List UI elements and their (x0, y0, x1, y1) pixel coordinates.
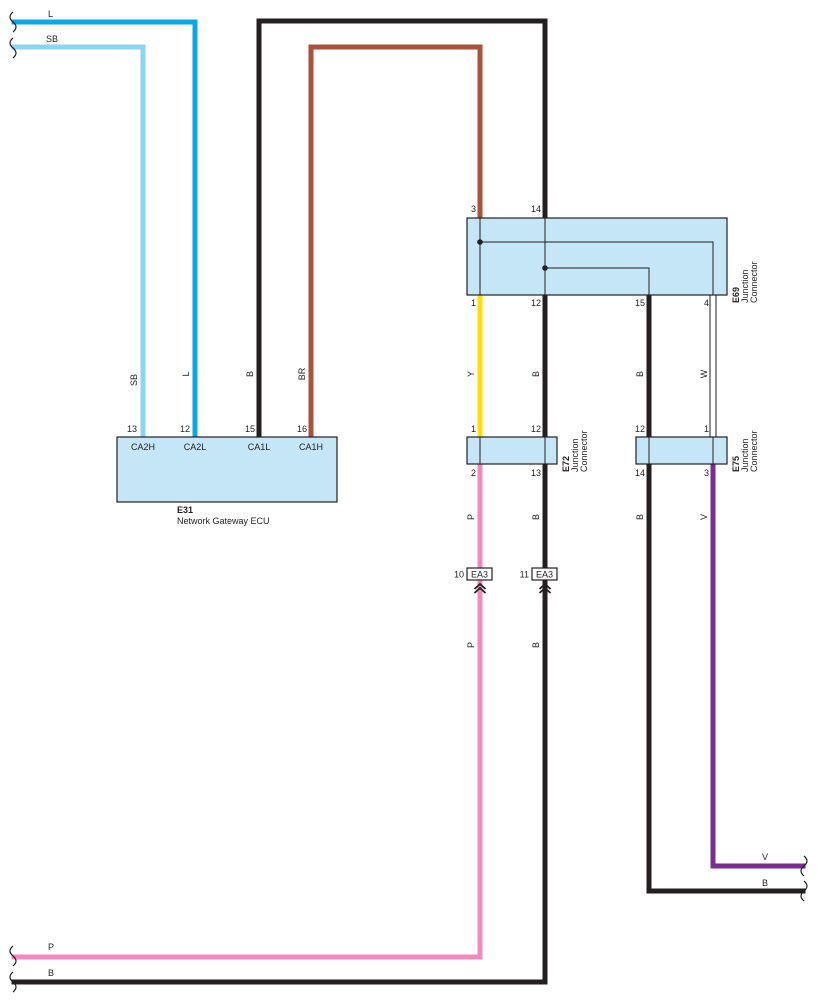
wire-sb (11, 44, 146, 440)
wire-label-br: BR (297, 367, 307, 380)
edge-label-b-right: B (762, 878, 768, 888)
wire-b-ecu (256, 18, 548, 440)
e69-pin: 4 (704, 298, 709, 308)
e72-body (466, 436, 558, 465)
ecu-body (116, 436, 338, 503)
e75-pin: 12 (635, 424, 645, 434)
wire-br (308, 44, 483, 440)
junction-connector-e75: 12 1 14 3 E75 Junction Connector (635, 424, 759, 478)
e69-code: E69 (731, 287, 741, 303)
ecu-e31: 13 12 15 16 CA2H CA2L CA1L CA1H E31 Netw… (116, 424, 338, 526)
wire-label-b-e69-e72: B (531, 371, 541, 377)
wire-label-p-upper: P (466, 514, 476, 520)
ecu-code: E31 (177, 505, 193, 515)
wire-label-b-e69-e75: B (635, 371, 645, 377)
wire-label-p-lower: P (466, 642, 476, 648)
ecu-pin-number: 13 (127, 424, 137, 434)
e72-code: E72 (561, 456, 571, 472)
e69-pin: 14 (531, 204, 541, 214)
junction-connector-e69: 3 14 1 12 15 4 E69 Junction Connector (466, 204, 759, 308)
edge-label-l: L (48, 9, 53, 19)
wire-label-b-ecu: B (245, 371, 255, 377)
e69-pin: 3 (471, 204, 476, 214)
e75-pin: 3 (704, 468, 709, 478)
wire-label-b-e75: B (635, 514, 645, 520)
wire-b-e75 (646, 461, 806, 894)
ecu-pin-number: 15 (245, 424, 255, 434)
edge-label-v-right: V (762, 852, 768, 862)
e72-desc-line1: Junction (570, 438, 580, 472)
splice-dot (542, 265, 548, 271)
e75-desc-line1: Junction (740, 438, 750, 472)
connector-chevron-icon (473, 582, 487, 594)
ea3-label: EA3 (536, 570, 553, 580)
connector-chevron-icon (538, 582, 552, 594)
e75-pin: 14 (635, 468, 645, 478)
wire-label-w: W (699, 369, 709, 378)
e69-desc-line2: Connector (749, 261, 759, 303)
e69-desc-line1: Junction (740, 269, 750, 303)
e69-pin: 1 (471, 298, 476, 308)
e75-pin: 1 (704, 424, 709, 434)
connector-ea3-pin10: EA3 10 (454, 567, 493, 594)
ecu-name: Network Gateway ECU (177, 516, 270, 526)
e75-desc-line2: Connector (749, 430, 759, 472)
e72-pin: 2 (471, 468, 476, 478)
break-symbol-left (9, 11, 17, 993)
wire-label-v: V (699, 514, 709, 520)
ecu-pin-name: CA2H (131, 442, 155, 452)
wire-label-b-lower: B (531, 642, 541, 648)
ea3-pin: 11 (520, 570, 529, 580)
splice-dot (477, 239, 483, 245)
e75-body (635, 436, 728, 465)
ecu-pin-name: CA2L (184, 442, 207, 452)
wire-label-sb: SB (129, 374, 139, 386)
ecu-pin-number: 12 (180, 424, 190, 434)
ea3-pin: 10 (454, 570, 464, 580)
edge-label-p: P (48, 942, 54, 952)
e72-pin: 13 (531, 468, 541, 478)
e69-pin: 15 (635, 298, 645, 308)
e72-pin: 1 (471, 424, 476, 434)
ecu-pin-name: CA1L (248, 442, 271, 452)
break-symbol-right (800, 855, 808, 902)
edge-label-sb: SB (46, 34, 58, 44)
e72-pin: 12 (531, 424, 541, 434)
wire-v (710, 461, 806, 869)
wire-label-y: Y (466, 371, 476, 377)
wire-label-b-upper: B (531, 514, 541, 520)
e69-body (466, 217, 728, 296)
ecu-pin-number: 16 (297, 424, 307, 434)
e75-code: E75 (731, 456, 741, 472)
wire-label-l: L (181, 371, 191, 376)
edge-label-b: B (48, 968, 54, 978)
connector-ea3-pin11: EA3 11 (520, 567, 558, 594)
wire-l (11, 19, 198, 440)
ea3-label: EA3 (471, 570, 488, 580)
wire-p (11, 461, 483, 960)
wire-b-main (11, 461, 548, 985)
e69-pin: 12 (531, 298, 541, 308)
ecu-pin-name: CA1H (299, 442, 323, 452)
junction-connector-e72: 1 12 2 13 E72 Junction Connector (466, 424, 589, 478)
e72-desc-line2: Connector (579, 430, 589, 472)
wire-w (709, 295, 717, 437)
